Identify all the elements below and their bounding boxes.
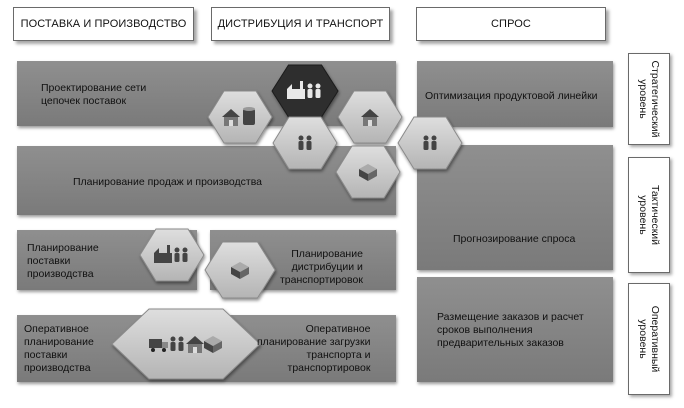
factory-icon: [154, 245, 172, 263]
band-order-placement[interactable]: [417, 277, 613, 382]
hex-distribution-planning[interactable]: [204, 241, 276, 299]
header-demand: СПРОС: [416, 7, 606, 41]
module-network-design: Проектирование сети цепочек поставок: [41, 82, 147, 107]
workers-icon: [174, 247, 188, 262]
level-strategic: Стратегический уровень: [628, 53, 670, 145]
warehouse-icon: [361, 109, 379, 126]
module-operational-supply-production: Оперативное планирование поставки произв…: [24, 323, 94, 374]
module-product-line-optimization: Оптимизация продуктовой линейки: [425, 90, 598, 102]
hex-product-line[interactable]: [397, 116, 463, 170]
warehouse-icon: [186, 336, 204, 353]
people-icon: [423, 135, 437, 150]
hex-network-design-right[interactable]: [337, 90, 403, 144]
module-demand-forecasting: Прогнозирование спроса: [453, 233, 576, 245]
hex-sales-planning[interactable]: [335, 145, 401, 199]
container-icon: [359, 164, 377, 181]
workers-icon: [170, 336, 184, 351]
header-distribution: ДИСТРИБУЦИЯ И ТРАНСПОРТ: [211, 7, 390, 41]
header-supply: ПОСТАВКА И ПРОИЗВОДСТВО: [13, 7, 194, 41]
hex-network-design-left[interactable]: [207, 90, 273, 144]
factory-icon: [287, 81, 305, 99]
module-order-placement: Размещение заказов и расчет сроков выпол…: [437, 311, 584, 349]
module-distribution-transport-planning: Планирование дистрибуции и транспортиров…: [280, 248, 363, 286]
container-icon: [204, 336, 222, 353]
workers-icon: [307, 83, 321, 98]
module-sales-production-planning: Планирование продаж и производства: [73, 176, 262, 188]
header-distribution-label: ДИСТРИБУЦИЯ И ТРАНСПОРТ: [217, 18, 384, 30]
header-supply-label: ПОСТАВКА И ПРОИЗВОДСТВО: [20, 18, 187, 30]
warehouse-icon: [222, 109, 240, 126]
module-operational-transport-loading: Оперативное планирование загрузки трансп…: [257, 323, 371, 374]
band-demand-forecasting[interactable]: [417, 145, 613, 270]
band-product-line-optimization[interactable]: [417, 61, 613, 127]
level-operational: Оперативный уровень: [628, 283, 670, 395]
workers-icon: [298, 135, 312, 150]
truck-icon: [149, 339, 168, 352]
hex-operational[interactable]: [111, 308, 261, 380]
container-icon: [231, 262, 249, 279]
band-sales-production-planning[interactable]: [17, 146, 396, 215]
header-demand-label: СПРОС: [491, 18, 531, 30]
module-supply-production-planning: Планирование поставки производства: [27, 242, 99, 280]
hex-network-design-dark[interactable]: [271, 64, 339, 118]
hex-supply-planning[interactable]: [139, 228, 205, 282]
oil-drum-icon: [243, 107, 255, 125]
level-tactical: Тактический уровень: [628, 157, 670, 273]
hex-network-design-center[interactable]: [272, 116, 338, 170]
